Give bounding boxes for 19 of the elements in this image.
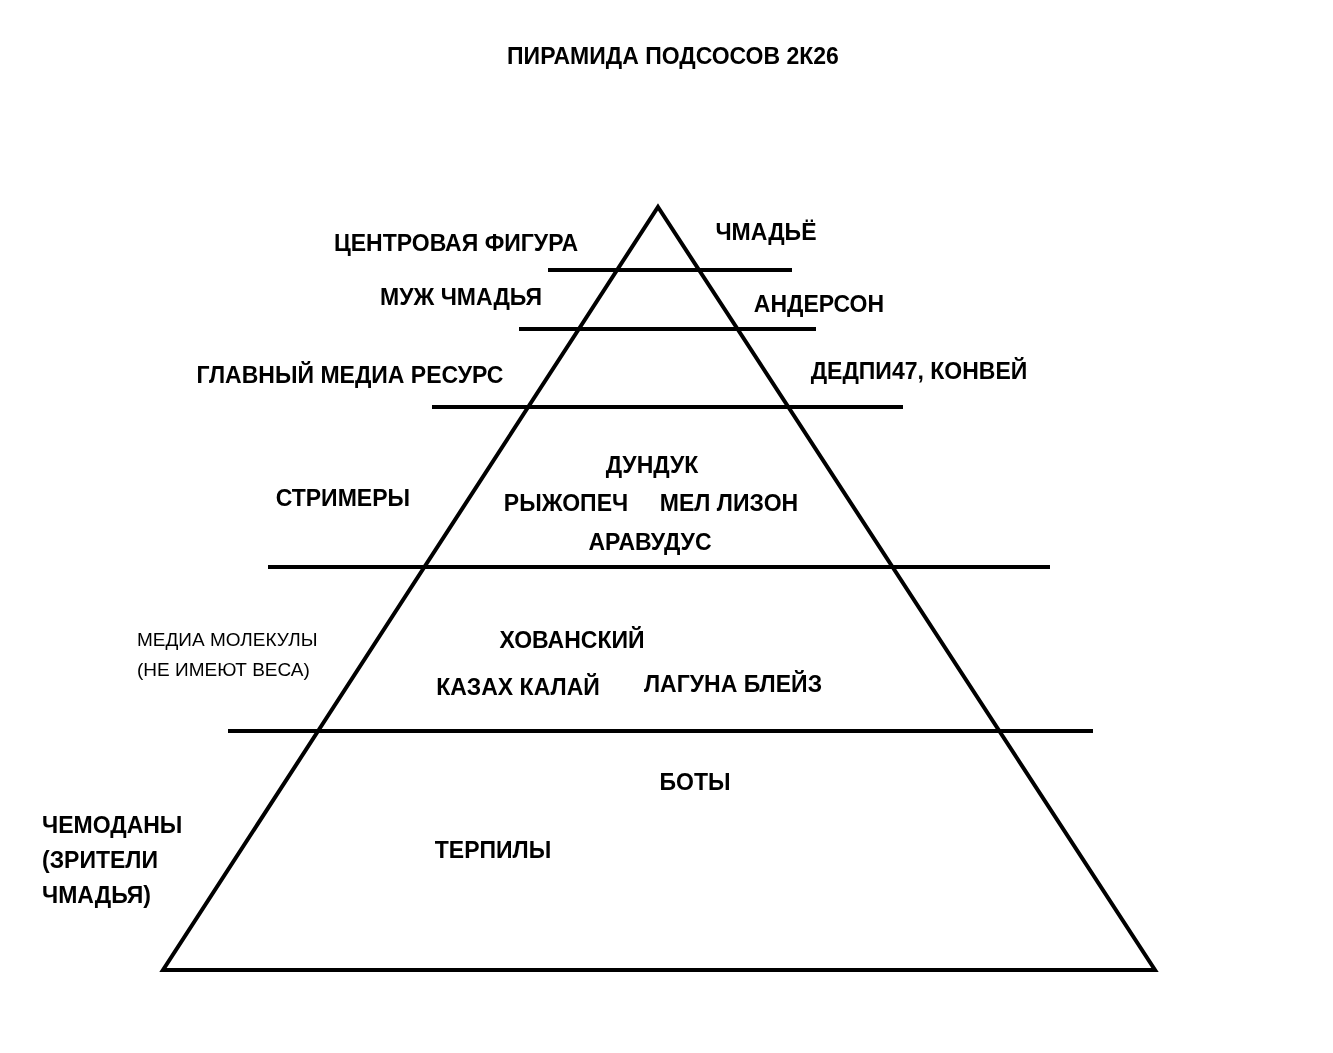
member-name: БОТЫ: [659, 768, 731, 796]
member-name: АРАВУДУС: [588, 528, 712, 556]
title: ПИРАМИДА ПОДСОСОВ 2К26: [507, 42, 839, 70]
member-name: ЛАГУНА БЛЕЙЗ: [643, 670, 823, 698]
member-name: РЫЖОПЕЧ: [503, 489, 629, 517]
tier-label: ЧЕМОДАНЫ (ЗРИТЕЛИ ЧМАДЬЯ): [42, 810, 183, 910]
tier-label: СТРИМЕРЫ: [275, 484, 410, 512]
member-name: МЕЛ ЛИЗОН: [659, 489, 799, 517]
tier-label: ГЛАВНЫЙ МЕДИА РЕСУРС: [196, 361, 504, 389]
member-name: ДЕДПИ47, КОНВЕЙ: [810, 357, 1028, 385]
member-name: ДУНДУК: [605, 451, 699, 479]
member-name: КАЗАХ КАЛАЙ: [436, 673, 600, 701]
member-name: АНДЕРСОН: [753, 290, 885, 318]
member-name: ЧМАДЬЁ: [715, 218, 817, 246]
member-name: ХОВАНСКИЙ: [499, 626, 645, 654]
tier-label: МЕДИА МОЛЕКУЛЫ (НЕ ИМЕЮТ ВЕСА): [137, 628, 319, 682]
tier-label: ЦЕНТРОВАЯ ФИГУРА: [333, 229, 579, 257]
member-name: ТЕРПИЛЫ: [434, 836, 552, 864]
tier-label: МУЖ ЧМАДЬЯ: [380, 283, 542, 311]
